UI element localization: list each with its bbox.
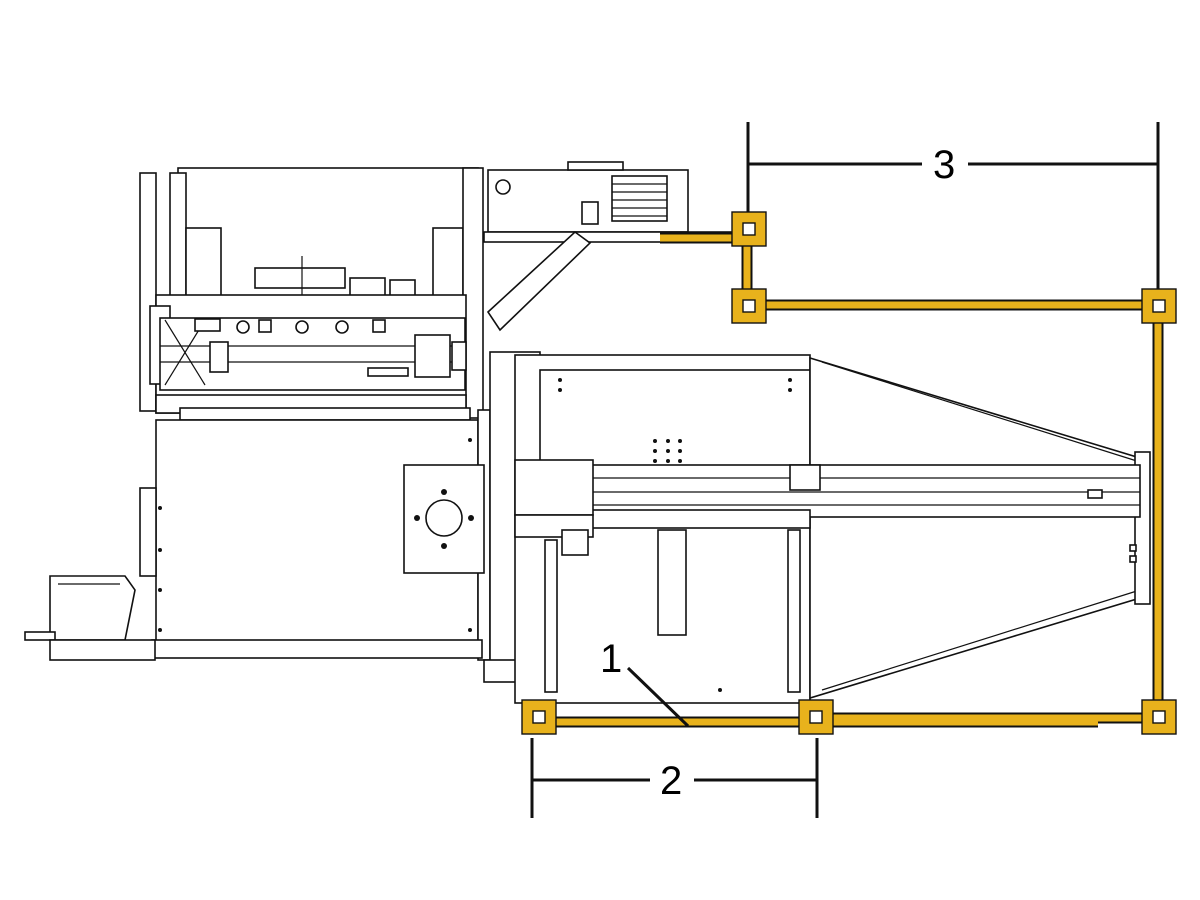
- callout-label-3: 3: [933, 143, 955, 187]
- fence-mount-pads: [521, 211, 1177, 735]
- callout-1-leader: [626, 666, 690, 728]
- callout-label-1: 1: [600, 637, 622, 681]
- right-machine-table: [514, 354, 1151, 704]
- control-box: [483, 161, 745, 683]
- left-machine-cabinet: [24, 409, 491, 661]
- left-machine-upper: [139, 167, 484, 421]
- dimension-2: [530, 738, 819, 818]
- callout-label-2: 2: [660, 759, 682, 803]
- dimension-3: [746, 122, 1160, 289]
